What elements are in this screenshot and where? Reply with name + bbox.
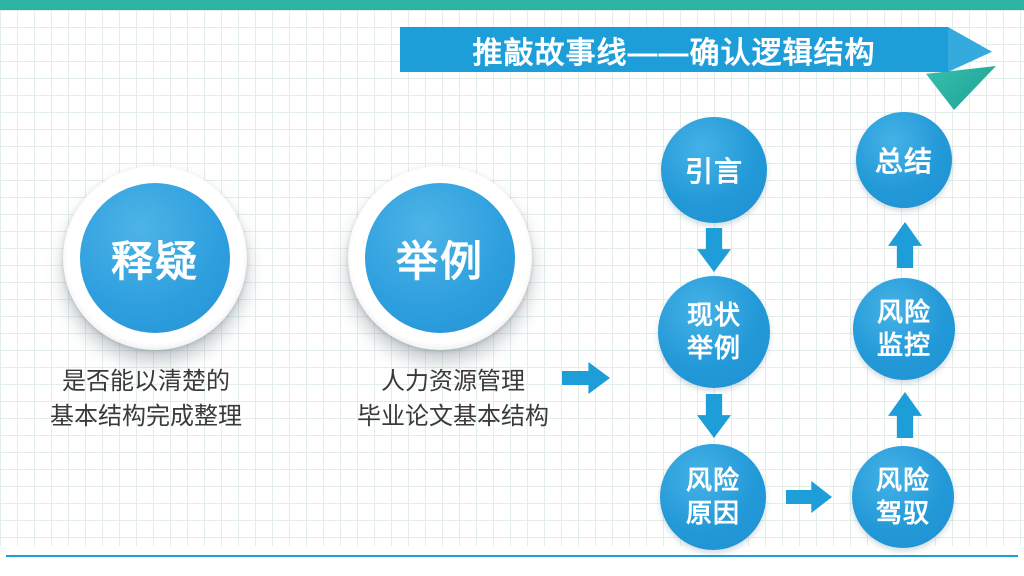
slide-title: 推敲故事线——确认逻辑结构 (472, 36, 876, 70)
flow-node-summary: 总结 (856, 112, 952, 208)
concept-circle-inner: 举例 (365, 183, 515, 333)
concept-desc: 人力资源管理 毕业论文基本结构 (320, 364, 586, 434)
title-banner: 推敲故事线——确认逻辑结构 (400, 27, 948, 72)
concept-desc-line: 是否能以清楚的 (62, 368, 230, 395)
flow-node-risk-drive: 风险 驾驭 (852, 446, 954, 548)
flow-node-label: 引言 (684, 156, 743, 187)
flow-node-status-example: 现状 举例 (658, 276, 770, 388)
concept-desc-line: 人力资源管理 (381, 368, 525, 395)
footer-divider (6, 555, 1018, 557)
concept-circle-juli: 举例 (348, 166, 532, 350)
concept-desc: 是否能以清楚的 基本结构完成整理 (15, 364, 277, 434)
flow-node-label: 监控 (876, 330, 931, 360)
flow-node-intro: 引言 (661, 117, 767, 223)
concept-label: 举例 (395, 237, 484, 285)
flow-node-label: 风险 (685, 465, 740, 495)
flow-node-label: 举例 (686, 333, 741, 363)
concept-circle-shiyi: 释疑 (63, 166, 247, 350)
top-accent-bar (0, 0, 1024, 10)
footer-area (0, 546, 1024, 576)
flow-node-label: 风险 (876, 297, 931, 327)
flow-node-label: 驾驭 (875, 498, 930, 528)
concept-label: 释疑 (110, 237, 199, 285)
concept-desc-line: 毕业论文基本结构 (357, 403, 549, 430)
flow-node-label: 现状 (686, 300, 741, 330)
flow-node-label: 风险 (875, 465, 930, 495)
concept-desc-line: 基本结构完成整理 (50, 403, 242, 430)
concept-circle-inner: 释疑 (80, 183, 230, 333)
flow-node-label: 总结 (874, 146, 933, 177)
flow-node-label: 原因 (685, 498, 740, 528)
flow-node-risk-monitor: 风险 监控 (853, 278, 955, 380)
flow-node-risk-cause: 风险 原因 (660, 444, 766, 550)
